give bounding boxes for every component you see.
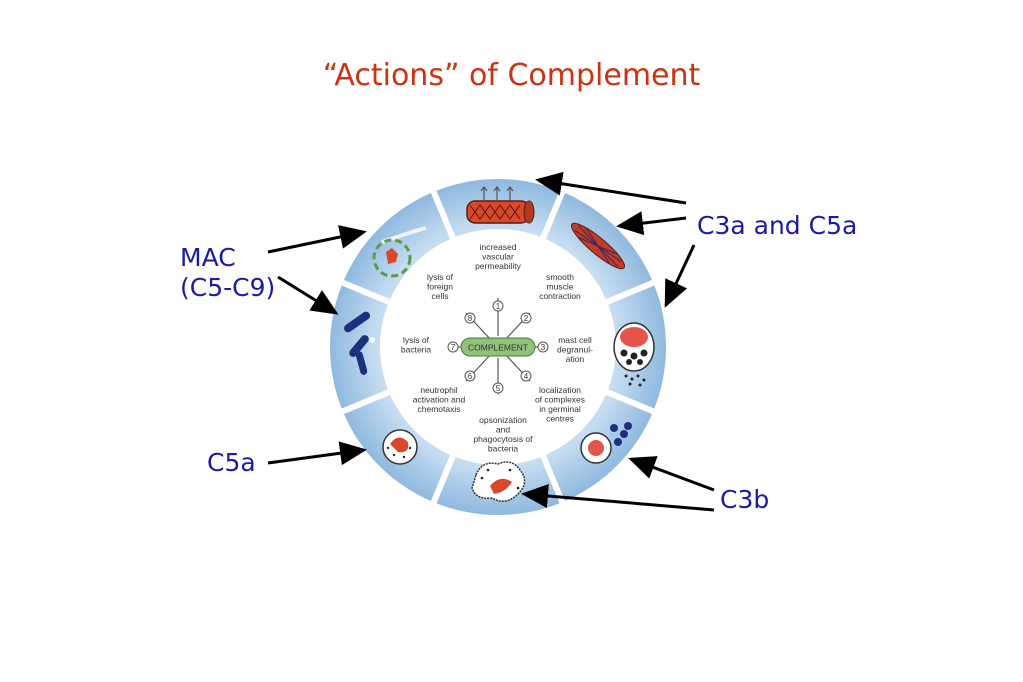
foreign-cell-icon [372, 226, 427, 278]
action-number-2: 2 [524, 314, 529, 323]
callout-arrows [267, 171, 715, 512]
segment-dividers [341, 190, 655, 504]
action-number-6: 6 [468, 372, 473, 381]
bacteria-icon [343, 311, 375, 375]
complement-pill [460, 337, 536, 357]
arrow-c5a-to-neutrophil [267, 441, 367, 466]
action-number-1: 1 [496, 302, 501, 311]
mast-cell-icon [613, 322, 655, 387]
action-number-4: 4 [524, 372, 529, 381]
spoke-numbers [447, 300, 549, 394]
smooth-muscle-icon [570, 222, 626, 270]
callout-c3a-c5a: C3a and C5a [697, 211, 858, 240]
callout-mac-line1: MAC [180, 243, 236, 272]
arrow-mac-to-bacteria [277, 275, 339, 315]
arrow-c3a-to-vessel [535, 171, 687, 205]
callout-c5a: C5a [207, 448, 256, 477]
neutrophil-icon [382, 429, 418, 465]
callout-mac-line2: (C5-C9) [180, 273, 276, 302]
blood-vessel-icon [466, 186, 535, 224]
immune-complex-icon [580, 422, 632, 464]
arrow-c3b-to-phagocyte [521, 484, 715, 512]
action-number-5: 5 [496, 384, 501, 393]
callout-c3b: C3b [720, 485, 770, 514]
arrow-c3a-to-muscle [616, 211, 687, 236]
phagocyte-icon [471, 461, 526, 502]
arrow-c3b-to-complex [628, 456, 715, 492]
slide-title: “Actions” of Complement [322, 58, 701, 93]
action-number-3: 3 [541, 343, 546, 352]
complement-label: COMPLEMENT [468, 343, 528, 353]
action-number-7: 7 [451, 343, 456, 352]
action-number-8: 8 [468, 314, 473, 323]
arrow-c3a-to-mast [664, 244, 696, 308]
callout-mac: MAC (C5-C9) [180, 243, 275, 303]
arrow-mac-to-foreign [267, 225, 367, 254]
